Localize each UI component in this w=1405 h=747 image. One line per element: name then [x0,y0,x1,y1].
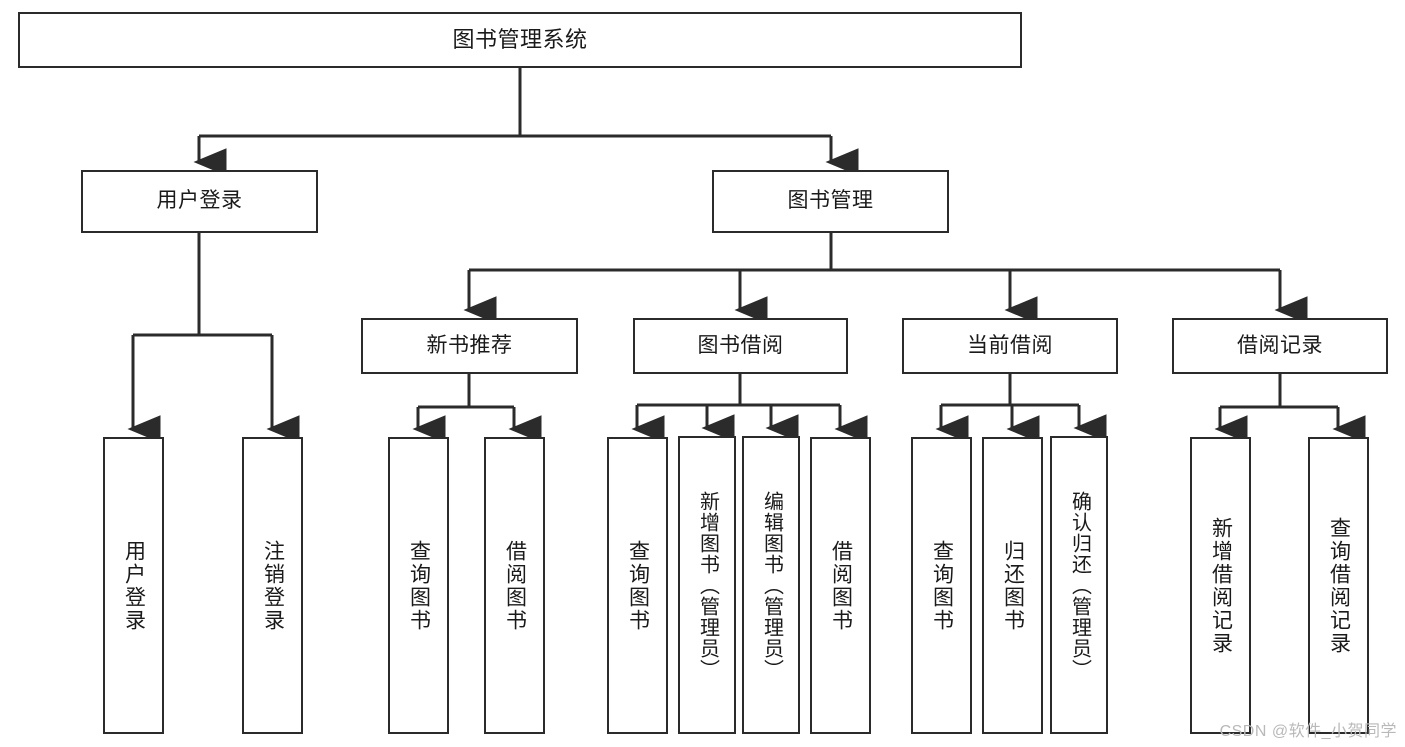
node-borrow-record-label: 借阅记录 [1237,333,1323,357]
node-leaf-user-login[interactable]: 用户登录 [103,437,164,734]
node-leaf-query-borrow-record-label: 查询借阅记录 [1327,516,1351,655]
node-current-borrow[interactable]: 当前借阅 [902,318,1118,374]
node-leaf-add-borrow-record-label: 新增借阅记录 [1209,516,1233,655]
node-leaf-edit-book-admin-label: 编辑图书（管理员） [760,490,783,680]
node-leaf-user-logout-label: 注销登录 [261,539,285,632]
node-leaf-add-borrow-record[interactable]: 新增借阅记录 [1190,437,1251,734]
node-root-label: 图书管理系统 [452,27,588,53]
node-leaf-borrow-book[interactable]: 借阅图书 [810,437,871,734]
node-borrow-record[interactable]: 借阅记录 [1172,318,1388,374]
node-new-book-recommend-label: 新书推荐 [426,333,513,357]
node-leaf-query-book-current-label: 查询图书 [930,539,954,632]
node-leaf-add-book-admin-label: 新增图书（管理员） [696,490,719,680]
node-leaf-confirm-return-admin[interactable]: 确认归还（管理员） [1050,436,1108,734]
node-leaf-add-book-admin[interactable]: 新增图书（管理员） [678,436,736,734]
node-leaf-return-book[interactable]: 归还图书 [982,437,1043,734]
node-leaf-borrow-book-rec-label: 借阅图书 [503,539,527,632]
node-leaf-borrow-book-label: 借阅图书 [829,539,853,632]
node-leaf-query-book-borrow[interactable]: 查询图书 [607,437,668,734]
node-leaf-borrow-book-rec[interactable]: 借阅图书 [484,437,545,734]
node-user-login[interactable]: 用户登录 [81,170,318,233]
node-book-borrow[interactable]: 图书借阅 [633,318,848,374]
node-leaf-query-book-rec-label: 查询图书 [407,539,431,632]
node-leaf-edit-book-admin[interactable]: 编辑图书（管理员） [742,436,800,734]
node-root[interactable]: 图书管理系统 [18,12,1022,68]
node-new-book-recommend[interactable]: 新书推荐 [361,318,578,374]
node-leaf-confirm-return-admin-label: 确认归还（管理员） [1068,490,1091,680]
node-book-manage[interactable]: 图书管理 [712,170,949,233]
csdn-watermark: CSDN @软件_小贺同学 [1219,723,1397,740]
node-leaf-user-login-label: 用户登录 [122,539,146,632]
node-current-borrow-label: 当前借阅 [967,333,1053,357]
node-leaf-query-borrow-record[interactable]: 查询借阅记录 [1308,437,1369,734]
node-leaf-query-book-current[interactable]: 查询图书 [911,437,972,734]
node-leaf-query-book-borrow-label: 查询图书 [626,539,650,632]
node-leaf-return-book-label: 归还图书 [1001,539,1025,632]
node-book-borrow-label: 图书借阅 [697,333,784,357]
node-user-login-label: 用户登录 [156,189,243,213]
node-leaf-query-book-rec[interactable]: 查询图书 [388,437,449,734]
node-book-manage-label: 图书管理 [787,189,874,213]
node-leaf-user-logout[interactable]: 注销登录 [242,437,303,734]
